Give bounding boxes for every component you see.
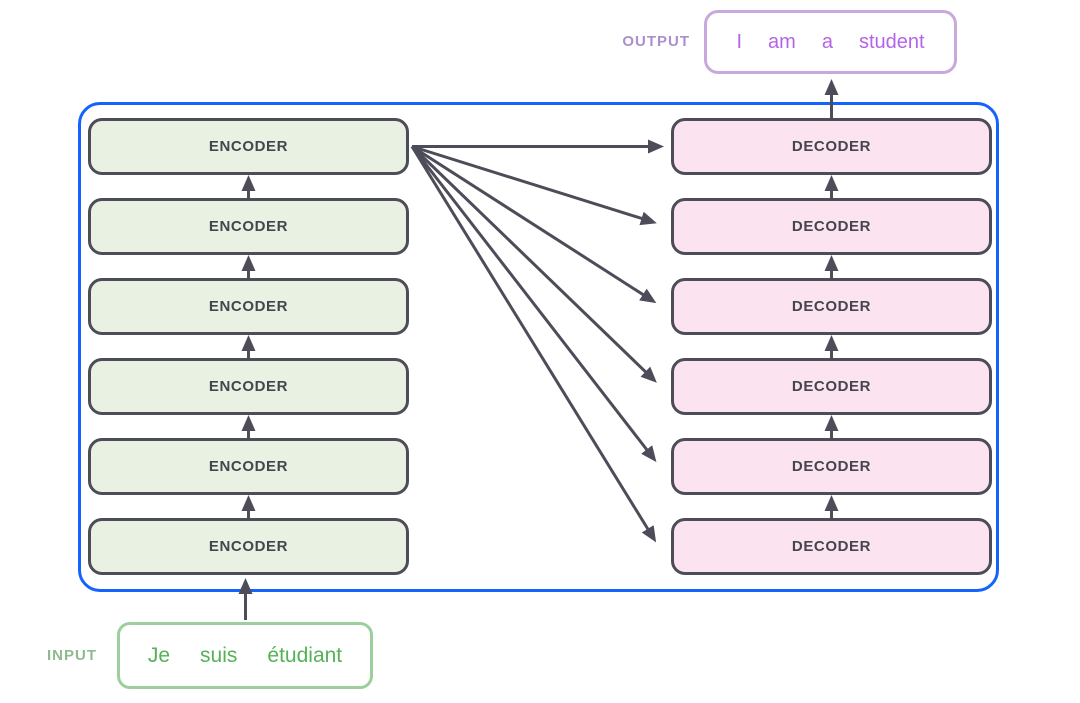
decoder-box: DECODER [671, 118, 992, 175]
input-word: Je [147, 643, 171, 667]
decoder-stack: DECODER DECODER DECODER DECODER DECODER … [671, 118, 992, 575]
decoder-box: DECODER [671, 358, 992, 415]
encoder-box: ENCODER [88, 518, 409, 575]
decoder-box: DECODER [671, 518, 992, 575]
output-word: student [858, 30, 925, 53]
output-box: I am a student [704, 10, 957, 74]
output-word: a [821, 30, 833, 53]
input-box: Je suis étudiant [117, 622, 373, 689]
encoder-box: ENCODER [88, 118, 409, 175]
decoder-box: DECODER [671, 278, 992, 335]
encoder-box: ENCODER [88, 438, 409, 495]
input-word: étudiant [267, 643, 343, 667]
input-label: INPUT [47, 647, 97, 664]
encoder-box: ENCODER [88, 198, 409, 255]
decoder-box: DECODER [671, 438, 992, 495]
input-word: suis [200, 643, 238, 667]
decoder-box: DECODER [671, 198, 992, 255]
encoder-stack: ENCODER ENCODER ENCODER ENCODER ENCODER … [88, 118, 409, 575]
output-word: am [768, 30, 796, 53]
encoder-box: ENCODER [88, 358, 409, 415]
encoder-box: ENCODER [88, 278, 409, 335]
output-label: OUTPUT [622, 33, 690, 50]
output-word: I [736, 30, 743, 53]
